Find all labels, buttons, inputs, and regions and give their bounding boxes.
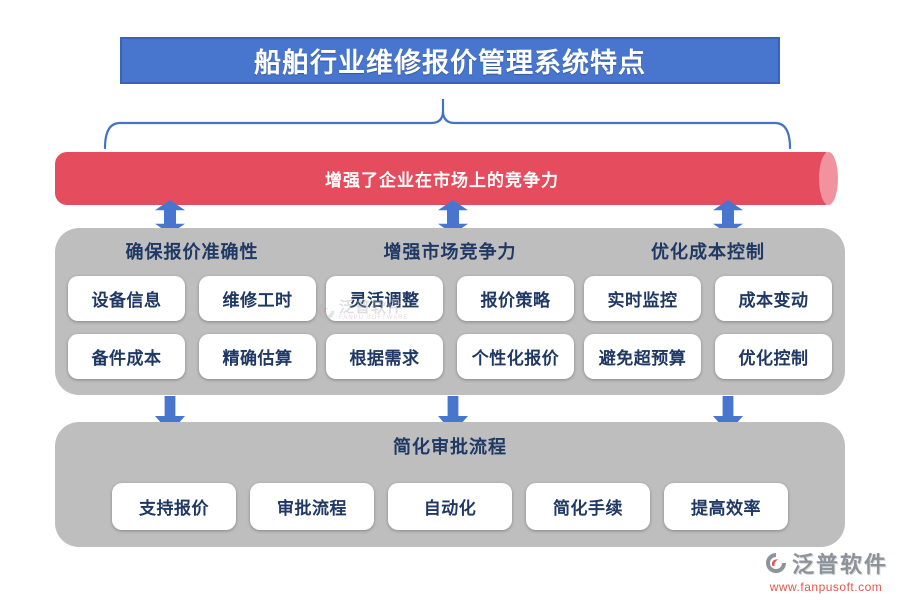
fanpu-logo-text: 泛普软件 (791, 552, 888, 577)
group-cost-control: 优化成本控制 实时监控 成本变动 避免超预算 优化控制 (584, 240, 832, 379)
feature-box: 支持报价 (112, 483, 236, 530)
banner-cylinder-cap (819, 152, 838, 205)
group-quote-accuracy: 确保报价准确性 设备信息 维修工时 备件成本 精确估算 (68, 240, 316, 379)
feature-box: 成本变动 (715, 276, 832, 321)
feature-box: 灵活调整 (326, 276, 443, 321)
feature-box: 个性化报价 (457, 334, 574, 379)
group-header: 优化成本控制 (651, 242, 765, 262)
page-title-text: 船舶行业维修报价管理系统特点 (254, 48, 646, 78)
banner-label: 增强了企业在市场上的竞争力 (55, 152, 829, 205)
feature-box: 简化手续 (526, 483, 650, 530)
feature-box: 自动化 (388, 483, 512, 530)
group-header: 确保报价准确性 (125, 242, 259, 262)
feature-box: 提高效率 (664, 483, 788, 530)
feature-box: 审批流程 (250, 483, 374, 530)
feature-box: 维修工时 (199, 276, 316, 321)
feature-box: 精确估算 (199, 334, 316, 379)
page-title: 船舶行业维修报价管理系统特点 (120, 37, 780, 84)
banner-label-text: 增强了企业在市场上的竞争力 (325, 171, 559, 190)
fanpu-logo-icon (765, 553, 786, 573)
feature-box: 备件成本 (68, 334, 185, 379)
fanpu-logo: 泛普软件 www.fanpusoft.com (764, 547, 888, 594)
approval-panel-header: 简化审批流程 (393, 437, 507, 457)
feature-box: 根据需求 (326, 334, 443, 379)
banner-cylinder (55, 152, 829, 205)
approval-panel: 简化审批流程 支持报价 审批流程 自动化 简化手续 提高效率 (55, 422, 845, 547)
feature-box: 避免超预算 (584, 334, 701, 379)
feature-box: 设备信息 (68, 276, 185, 321)
feature-box: 实时监控 (584, 276, 701, 321)
feature-box: 报价策略 (457, 276, 574, 321)
group-market-competitiveness: 增强市场竞争力 灵活调整 报价策略 根据需求 个性化报价 (326, 240, 574, 379)
fanpu-logo-url: www.fanpusoft.com (769, 580, 883, 594)
features-panel: 确保报价准确性 设备信息 维修工时 备件成本 精确估算 增强市场竞争力 灵活调整… (55, 228, 845, 395)
feature-box: 优化控制 (715, 334, 832, 379)
group-header: 增强市场竞争力 (383, 242, 517, 262)
brace-connector (103, 99, 792, 150)
